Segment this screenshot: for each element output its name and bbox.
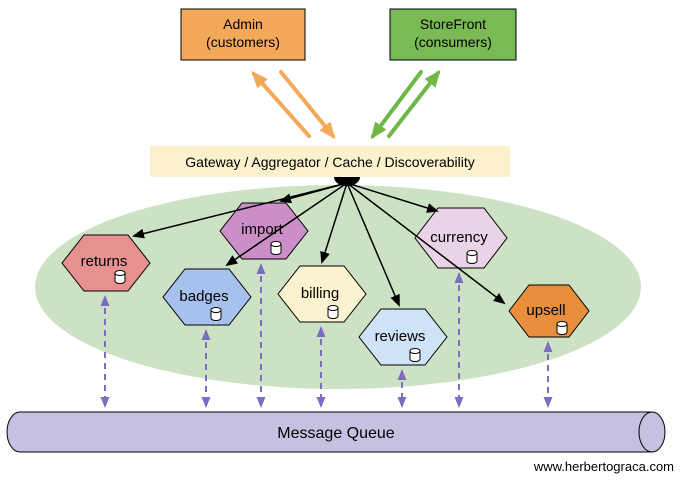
badges-label: badges xyxy=(179,288,228,305)
import-label: import xyxy=(241,221,284,238)
admin-box: Admin (customers) xyxy=(180,8,306,61)
gateway-to-reviews-arrow xyxy=(346,182,400,307)
storefront-label-line1: StoreFront xyxy=(420,16,486,32)
gateway-to-storefront-arrow xyxy=(387,69,441,138)
gateway-to-currency-arrow xyxy=(346,182,439,213)
message-queue: Message Queue xyxy=(6,411,666,453)
upsell-label: upsell xyxy=(526,302,565,319)
gateway-to-admin-arrow xyxy=(251,71,311,138)
database-icon xyxy=(556,321,568,335)
returns-label: returns xyxy=(81,253,128,270)
currency-label: currency xyxy=(430,229,488,246)
storefront-box: StoreFront (consumers) xyxy=(389,8,517,61)
message-queue-body xyxy=(6,411,653,453)
service-billing: billing xyxy=(277,265,367,323)
gateway-to-upsell-arrow xyxy=(346,182,506,305)
storefront-box-rect xyxy=(389,8,517,61)
database-icon xyxy=(466,250,478,264)
storefront-to-gateway-arrow xyxy=(370,70,423,140)
database-icon xyxy=(327,305,339,319)
billing-hexagon xyxy=(277,265,367,323)
message-queue-label: Message Queue xyxy=(277,425,395,442)
gateway-hub xyxy=(334,177,360,186)
admin-to-gateway-arrow xyxy=(279,70,336,140)
message-queue-cap xyxy=(638,411,666,453)
database-icon xyxy=(409,348,421,362)
service-upsell: upsell xyxy=(508,284,590,338)
gateway-label: Gateway / Aggregator / Cache / Discovera… xyxy=(185,154,474,170)
gateway-to-badges-arrow xyxy=(225,182,348,267)
badges-hexagon xyxy=(162,268,252,326)
admin-box-rect xyxy=(180,8,306,61)
gateway-to-billing-arrow xyxy=(320,182,348,264)
reviews-hexagon xyxy=(358,308,448,366)
gateway-to-import-arrow xyxy=(279,182,348,204)
admin-label-line1: Admin xyxy=(223,16,263,32)
storefront-label-line2: (consumers) xyxy=(414,34,492,50)
database-icon xyxy=(210,307,222,321)
service-badges: badges xyxy=(162,268,252,326)
billing-label: billing xyxy=(301,285,339,302)
service-returns: returns xyxy=(61,234,151,292)
watermark: www.herbertograca.com xyxy=(533,459,674,474)
upsell-hexagon xyxy=(508,284,590,338)
reviews-label: reviews xyxy=(375,328,426,345)
gateway-bar xyxy=(150,146,510,177)
database-icon xyxy=(270,241,282,255)
database-icon xyxy=(114,270,126,284)
gateway-to-returns-arrow xyxy=(132,182,348,239)
admin-label-line2: (customers) xyxy=(206,34,280,50)
returns-hexagon xyxy=(61,234,151,292)
service-reviews: reviews xyxy=(358,308,448,366)
